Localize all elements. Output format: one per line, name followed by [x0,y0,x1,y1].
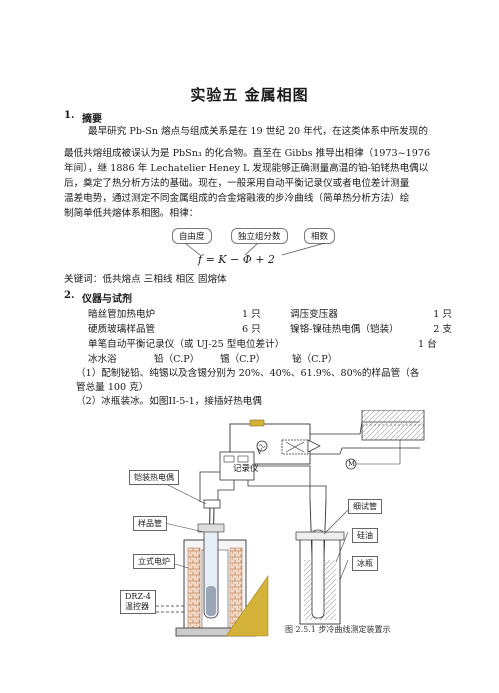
reagent-tin: 锡（C.P） [220,354,266,365]
abstract-line-3: 年间），继 1886 年 Lechatelier Heney L 发现能够正确测… [64,163,429,174]
note-line-2: 管总量 100 克） [76,382,149,393]
sample-tube-label: 样品管 [133,516,167,531]
reagent-lead: 铅（C.P） [154,354,200,365]
resistor [249,419,265,427]
ice-bottle-label: 冰瓶 [352,556,378,571]
furnace-label: 立式电炉 [133,554,175,569]
phase-rule-connectors [184,242,326,256]
abstract-line-4: 后，奠定了热分析方法的基础。现在，一般采用自动平衡记录仪或者电位差计测量 [64,178,410,189]
silicone-oil-label: 硅油 [352,528,378,543]
equipment-qty: 6 只 [242,324,261,335]
keywords: 关键词：低共熔点 三相线 相区 固熔体 [64,274,227,285]
equipment-line-3: 单笔自动平衡记录仪（或 UJ-25 型电位差计） [88,339,285,350]
thin-tube [311,529,325,619]
section-1-number: 1. [64,110,75,121]
equipment-name: 暗丝管加热电炉 [88,309,156,320]
abstract-line-2: 最低共熔组成被误认为是 PbSn₃ 的化合物。直至在 Gibbs 推导出相律（1… [64,148,431,159]
equipment-name: 镍铬-镍硅热电偶（铠装） [290,324,399,335]
section-1-heading: 摘要 [82,114,102,125]
stand-wedge [225,575,269,637]
controller-label: DRZ-4 温控器 [120,590,156,614]
note-line-3: （2）冰瓶装冰。如图II-5-1，接插好热电偶 [76,396,262,407]
equipment-qty: 2 支 [433,324,452,335]
note-line-1: （1）配制铋铅、纯锡以及含锡分别为 20%、40%、61.9%、80%的样品管（… [76,368,420,379]
voltmeter-label: V [257,448,263,456]
abstract-line-5: 温差电势，通过测定不同金属组成的合金熔融液的步冷曲线（简单热分析方法）绘 [64,193,410,204]
phase-rule-label-freedom: 自由度 [172,228,212,244]
figure-caption: 图 2.5.1 步冷曲线测定装置示 [285,625,391,634]
motor-label: M [348,460,356,468]
phase-rule-label-phases: 相数 [304,228,336,244]
equipment-list: 暗丝管加热电炉 1 只 调压变压器 1 只 硬质玻璃样品管 6 只 镍铬-镍硅热… [88,307,452,337]
reagent-ice-bath: 冰水浴 [88,354,117,365]
abstract-line-6: 制简单低共熔体系相图。相律： [64,208,199,219]
apparatus-diagram [156,410,425,637]
phase-rule-label-components: 独立组分数 [231,228,288,244]
section-2-number: 2. [64,290,75,301]
section-2-heading: 仪器与试剂 [82,294,132,305]
phase-rule-equation: f = K − Φ + 2 [198,253,275,266]
thin-tube-label: 细试管 [348,499,382,514]
equipment-name: 调压变压器 [290,309,338,320]
recorder-label: 记录仪 [233,464,259,474]
abstract-line-1: 最早研究 Pb-Sn 熔点与组成关系是在 19 世纪 20 年代，在这类体系中所… [88,126,428,137]
equipment-qty: 1 只 [433,309,452,320]
recorder-box [219,451,255,481]
equipment-line-3-qty: 1 台 [418,339,437,350]
equipment-name: 硬质玻璃样品管 [88,324,156,335]
reagent-bismuth: 铋（C.P） [292,354,338,365]
equipment-qty: 1 只 [242,309,261,320]
page-title: 实验五 金属相图 [190,86,309,104]
thermocouple-label: 铠装热电偶 [129,470,179,485]
